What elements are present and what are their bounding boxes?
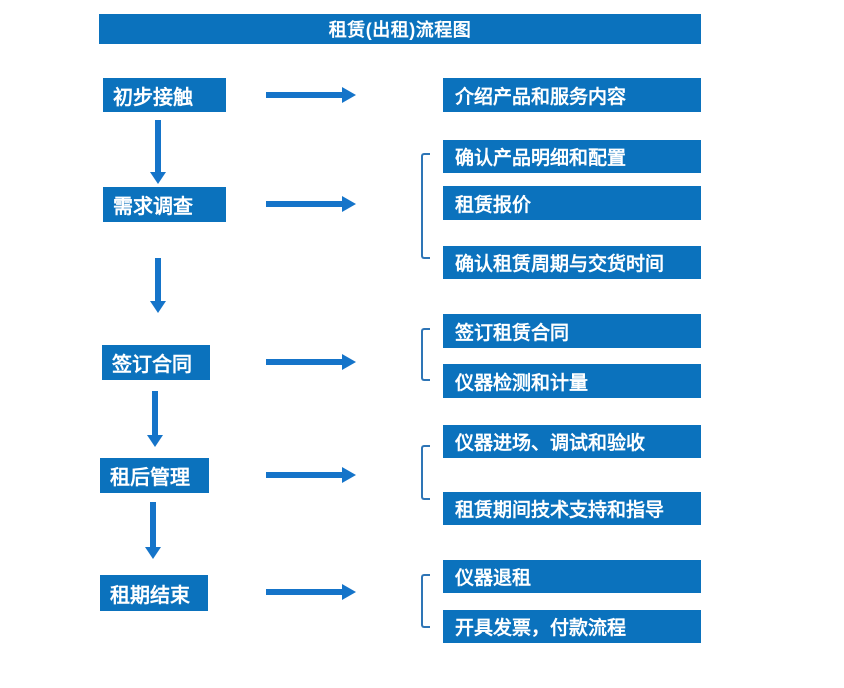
detail-confirm-rental-period: 确认租赁周期与交货时间: [443, 246, 701, 279]
right-arrow-icon: [266, 87, 356, 103]
arrow-head: [342, 467, 356, 483]
arrow-head: [147, 435, 163, 447]
detail-sign-rental-contract: 签订租赁合同: [443, 314, 701, 348]
arrow-head: [342, 354, 356, 370]
detail-instrument-setup: 仪器进场、调试和验收: [443, 425, 701, 458]
detail-rental-quote: 租赁报价: [443, 186, 701, 220]
arrow-shaft: [266, 92, 342, 98]
arrow-shaft: [266, 201, 342, 207]
group-bracket-sign-contract: [421, 328, 430, 381]
group-bracket-post-rental: [421, 445, 430, 500]
right-arrow-icon: [266, 196, 356, 212]
group-bracket-rental-end: [421, 574, 430, 628]
arrow-shaft: [266, 359, 342, 365]
detail-instrument-testing: 仪器检测和计量: [443, 364, 701, 398]
detail-confirm-product-config: 确认产品明细和配置: [443, 140, 701, 173]
right-arrow-icon: [266, 354, 356, 370]
group-bracket-demand-survey: [421, 153, 430, 259]
detail-tech-support: 租赁期间技术支持和指导: [443, 492, 701, 525]
down-arrow-icon: [150, 258, 167, 313]
arrow-shaft: [150, 502, 156, 547]
right-arrow-icon: [266, 467, 356, 483]
down-arrow-icon: [150, 120, 167, 184]
arrow-head: [150, 172, 166, 184]
arrow-head: [145, 547, 161, 559]
step-sign-contract: 签订合同: [102, 345, 210, 380]
step-rental-end: 租期结束: [100, 575, 208, 611]
detail-invoice-payment: 开具发票，付款流程: [443, 610, 701, 643]
arrow-shaft: [152, 391, 158, 435]
arrow-head: [342, 584, 356, 600]
detail-intro-products: 介绍产品和服务内容: [443, 78, 701, 112]
right-arrow-icon: [266, 584, 356, 600]
flowchart-title: 租赁(出租)流程图: [99, 14, 701, 44]
arrow-shaft: [266, 589, 342, 595]
down-arrow-icon: [147, 391, 164, 447]
step-demand-survey: 需求调查: [103, 187, 226, 222]
arrow-head: [342, 87, 356, 103]
arrow-shaft: [155, 120, 161, 172]
step-initial-contact: 初步接触: [103, 78, 226, 112]
down-arrow-icon: [145, 502, 162, 559]
detail-instrument-return: 仪器退租: [443, 560, 701, 593]
arrow-shaft: [266, 472, 342, 478]
arrow-head: [150, 301, 166, 313]
arrow-shaft: [155, 258, 161, 301]
step-post-rental-management: 租后管理: [100, 458, 209, 493]
arrow-head: [342, 196, 356, 212]
